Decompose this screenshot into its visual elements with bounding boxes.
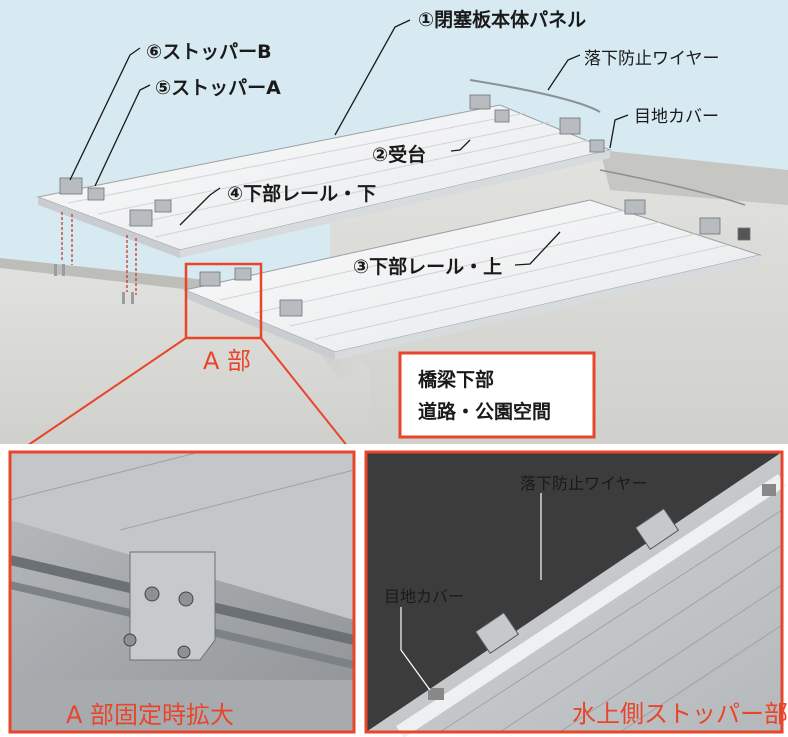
label-support: ②受台 — [372, 143, 426, 166]
label-lower-rail-lower: ④下部レール・下 — [227, 182, 376, 205]
label-lower-rail-upper: ③下部レール・上 — [353, 255, 502, 278]
part-a-highlight — [184, 262, 263, 340]
info-box: 橋梁下部 道路・公園空間 — [398, 351, 596, 439]
right-abutment-top — [600, 150, 788, 205]
label-part-a: A 部 — [203, 347, 251, 375]
panel-lower — [183, 199, 762, 360]
bracket-group — [59, 94, 751, 317]
label-panel-body: ①閉塞板本体パネル — [418, 8, 586, 31]
detail-right-panel: 落下防止ワイヤー 目地カバー 水上側ストッパー部 — [364, 450, 788, 737]
label-fall-wire: 落下防止ワイヤー — [584, 49, 720, 69]
panel-upper — [36, 104, 612, 258]
anchor-bolts — [54, 264, 134, 304]
detail-right-caption: 水上側ストッパー部 — [572, 700, 788, 728]
info-box-line1: 橋梁下部 — [418, 368, 494, 391]
detail-right-joint-cover: 目地カバー — [384, 587, 464, 606]
label-joint-cover: 目地カバー — [634, 107, 719, 127]
fall-wire-line — [469, 79, 601, 113]
zoom-line-right — [260, 337, 353, 453]
label-stopper-a: ⑤ストッパーA — [155, 77, 281, 99]
fall-wire-line-lower — [599, 169, 746, 206]
label-stopper-b: ⑥ストッパーB — [146, 41, 272, 63]
detail-right-fall-wire: 落下防止ワイヤー — [520, 474, 648, 493]
info-box-line2: 道路・公園空間 — [418, 400, 551, 423]
zoom-line-left — [17, 337, 187, 453]
detail-left-caption: A 部固定時拡大 — [66, 701, 234, 729]
anchor-pins — [61, 212, 137, 295]
detail-left-panel: A 部固定時拡大 — [8, 450, 356, 734]
leader-lines — [69, 19, 629, 266]
